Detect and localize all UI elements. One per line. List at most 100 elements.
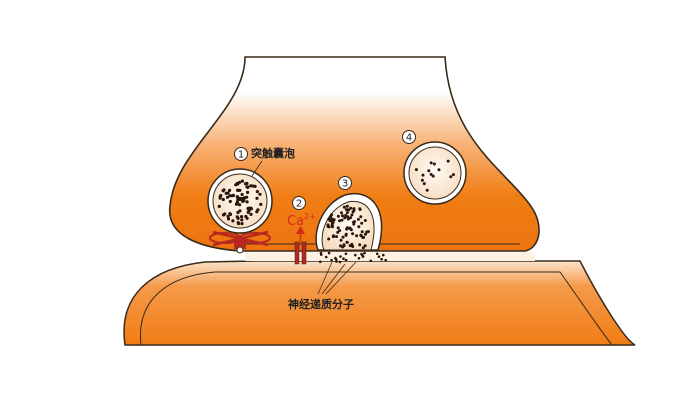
- transmitter-dot: [230, 194, 234, 198]
- transmitter-dot: [347, 208, 351, 212]
- transmitter-dot: [319, 251, 323, 255]
- transmitter-dot: [327, 237, 331, 241]
- transmitter-dot: [255, 210, 259, 214]
- transmitter-dot: [363, 244, 367, 248]
- transmitter-dot: [339, 255, 342, 258]
- synaptic-cleft: [245, 252, 535, 261]
- transmitter-dot: [421, 173, 425, 177]
- transmitter-dot: [446, 159, 450, 163]
- transmitter-dot: [246, 190, 250, 194]
- transmitter-dot: [258, 192, 262, 196]
- vesicle-1-transmitters: [217, 179, 263, 226]
- snare-complex: [209, 230, 271, 254]
- transmitter-dot: [361, 246, 365, 250]
- transmitter-dot: [240, 218, 244, 222]
- transmitter-dot: [357, 225, 361, 229]
- transmitter-dot: [341, 235, 345, 239]
- transmitter-dot: [228, 188, 232, 192]
- neurotransmitter-leaders: [317, 261, 357, 295]
- transmitter-dot: [360, 230, 364, 234]
- transmitter-dot: [234, 202, 238, 206]
- transmitter-dot: [359, 215, 363, 219]
- transmitter-dot: [451, 173, 455, 177]
- vesicle-label: 突触囊泡: [251, 146, 295, 160]
- transmitter-dot: [240, 179, 244, 183]
- transmitter-dot: [346, 217, 350, 221]
- transmitter-dot: [354, 253, 357, 257]
- transmitter-dot: [238, 203, 242, 207]
- calcium-channel: [294, 241, 307, 265]
- transmitter-dot: [335, 235, 338, 239]
- transmitter-dot: [350, 213, 354, 217]
- transmitter-dot: [231, 219, 235, 223]
- vesicle-docking: [207, 168, 273, 234]
- transmitter-dot: [360, 221, 364, 225]
- transmitter-dot: [246, 185, 250, 189]
- transmitter-dot: [343, 216, 347, 220]
- svg-text:4: 4: [406, 133, 412, 144]
- transmitter-dot: [235, 181, 239, 185]
- transmitter-dot: [217, 204, 221, 208]
- transmitter-dot: [335, 260, 338, 263]
- transmitter-dot: [327, 217, 331, 221]
- transmitter-dot: [245, 200, 249, 204]
- transmitter-dot: [429, 172, 433, 176]
- transmitter-dot: [344, 258, 348, 262]
- transmitter-dot: [327, 225, 331, 229]
- transmitter-dot: [431, 174, 435, 178]
- transmitter-dot: [218, 194, 222, 198]
- marker-4: 4: [402, 130, 416, 144]
- transmitter-dot: [449, 175, 453, 179]
- svg-text:3: 3: [342, 179, 348, 190]
- transmitter-dot: [342, 205, 346, 209]
- transmitter-dot: [363, 219, 367, 222]
- transmitter-dot: [384, 258, 388, 262]
- transmitter-dot: [336, 230, 340, 234]
- transmitter-dot: [342, 257, 345, 261]
- transmitter-dot: [327, 251, 331, 255]
- transmitter-dot: [349, 216, 352, 220]
- transmitter-dot: [247, 209, 251, 213]
- transmitter-dot: [255, 190, 259, 194]
- transmitter-dot: [427, 169, 431, 173]
- transmitter-dot: [243, 182, 248, 186]
- transmitter-dot: [340, 218, 344, 222]
- transmitter-dot: [237, 188, 241, 192]
- transmitter-dot: [341, 214, 344, 218]
- vesicle-free: [403, 141, 467, 205]
- transmitter-dot: [251, 184, 255, 188]
- transmitter-dot: [340, 211, 343, 215]
- transmitter-dot: [366, 230, 370, 234]
- transmitter-dot: [360, 252, 363, 256]
- transmitter-dot: [344, 252, 348, 256]
- transmitter-dot: [345, 227, 349, 231]
- transmitter-dot: [221, 213, 226, 217]
- transmitter-dot: [330, 258, 333, 262]
- transmitter-dot: [342, 243, 346, 247]
- transmitter-dot: [319, 260, 322, 264]
- transmitter-dot: [224, 191, 228, 195]
- transmitter-dot: [336, 226, 340, 230]
- transmitter-dot: [242, 199, 246, 203]
- transmitter-dot: [382, 253, 385, 257]
- transmitter-dot: [324, 255, 328, 259]
- transmitter-dot: [222, 188, 226, 192]
- vesicle-4-transmitters: [414, 159, 455, 192]
- transmitter-dot: [361, 255, 365, 258]
- transmitter-dot: [235, 195, 239, 199]
- transmitter-dot: [425, 188, 429, 192]
- transmitter-dot: [238, 197, 242, 202]
- transmitter-dot: [330, 223, 334, 227]
- transmitter-dot: [377, 255, 381, 258]
- transmitter-dot: [420, 178, 424, 182]
- transmitter-dot: [359, 233, 363, 237]
- transmitter-dot: [348, 244, 352, 248]
- transmitter-dot: [236, 216, 240, 220]
- transmitter-dot: [351, 232, 355, 236]
- transmitter-dot: [358, 243, 362, 247]
- transmitter-dot: [336, 214, 340, 218]
- transmitter-dot: [353, 220, 356, 224]
- postsynaptic-cell: [123, 260, 636, 346]
- transmitter-dot: [355, 234, 359, 238]
- transmitter-dot: [375, 252, 379, 256]
